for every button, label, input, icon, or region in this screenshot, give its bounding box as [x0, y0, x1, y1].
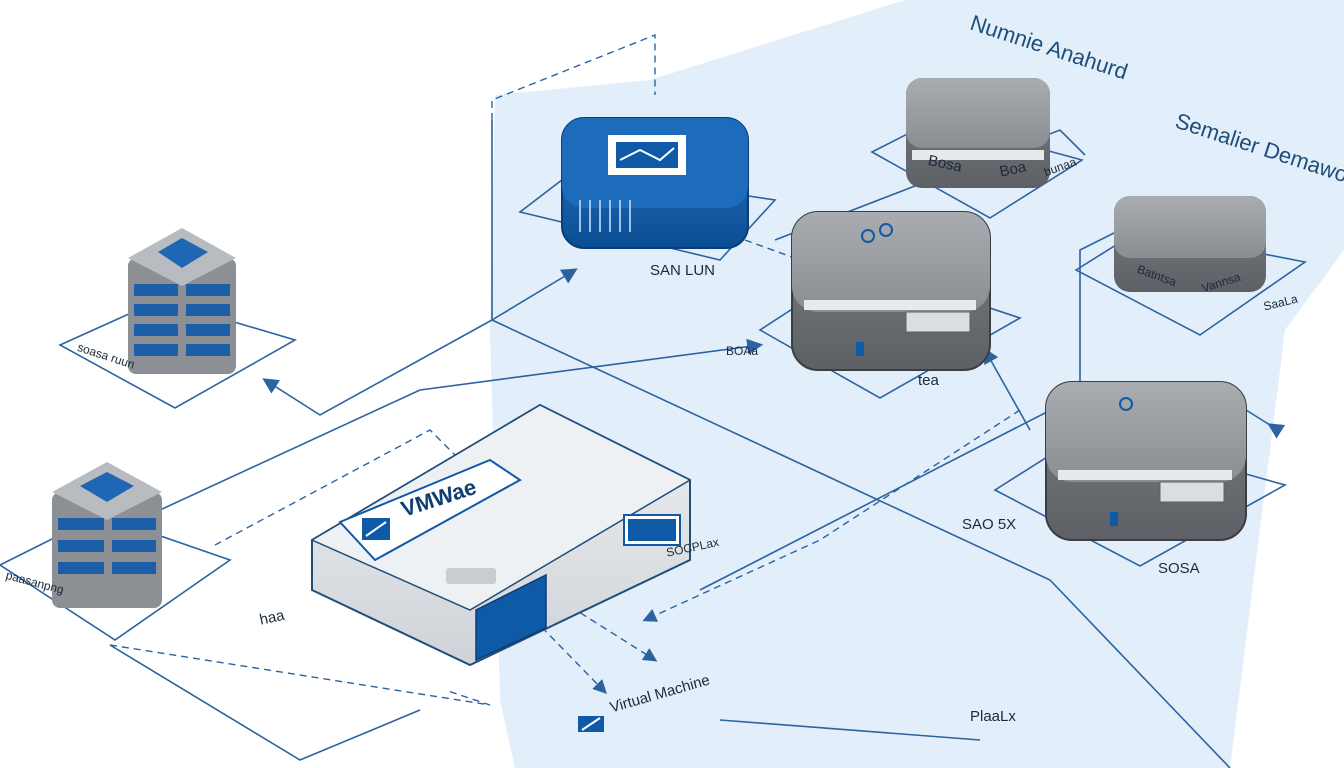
router-icon	[1045, 381, 1247, 541]
rack-server-2-node[interactable]	[0, 462, 232, 641]
router-right-label-2: SOSA	[1158, 560, 1200, 577]
vmware-host-node[interactable]	[310, 403, 692, 667]
side-appliance-node[interactable]	[1074, 196, 1308, 336]
appliance-icon	[906, 78, 1050, 188]
storage-array-icon	[579, 135, 686, 232]
san-lun-node[interactable]	[518, 117, 777, 261]
router-icon	[791, 211, 991, 371]
edge-label-boaa: BOAa	[726, 344, 759, 358]
server-rack-icon	[128, 228, 236, 374]
solid-links	[109, 120, 1286, 768]
router-center-node[interactable]	[758, 211, 1022, 399]
appliance-icon	[1114, 196, 1266, 292]
router-right-label-1: SAO 5X	[962, 516, 1017, 533]
rack-server-1-node[interactable]	[58, 228, 298, 409]
edge-label-plaalx: PlaaLx	[970, 708, 1016, 725]
vmware-logo-icon	[362, 518, 390, 540]
router-center-label: tea	[918, 372, 939, 389]
top-appliance-node[interactable]	[870, 78, 1084, 219]
router-right-node[interactable]	[993, 381, 1288, 567]
vm-icon[interactable]	[578, 716, 604, 732]
san-lun-label: SAN LUN	[650, 262, 716, 279]
server-rack-icon	[52, 462, 162, 608]
